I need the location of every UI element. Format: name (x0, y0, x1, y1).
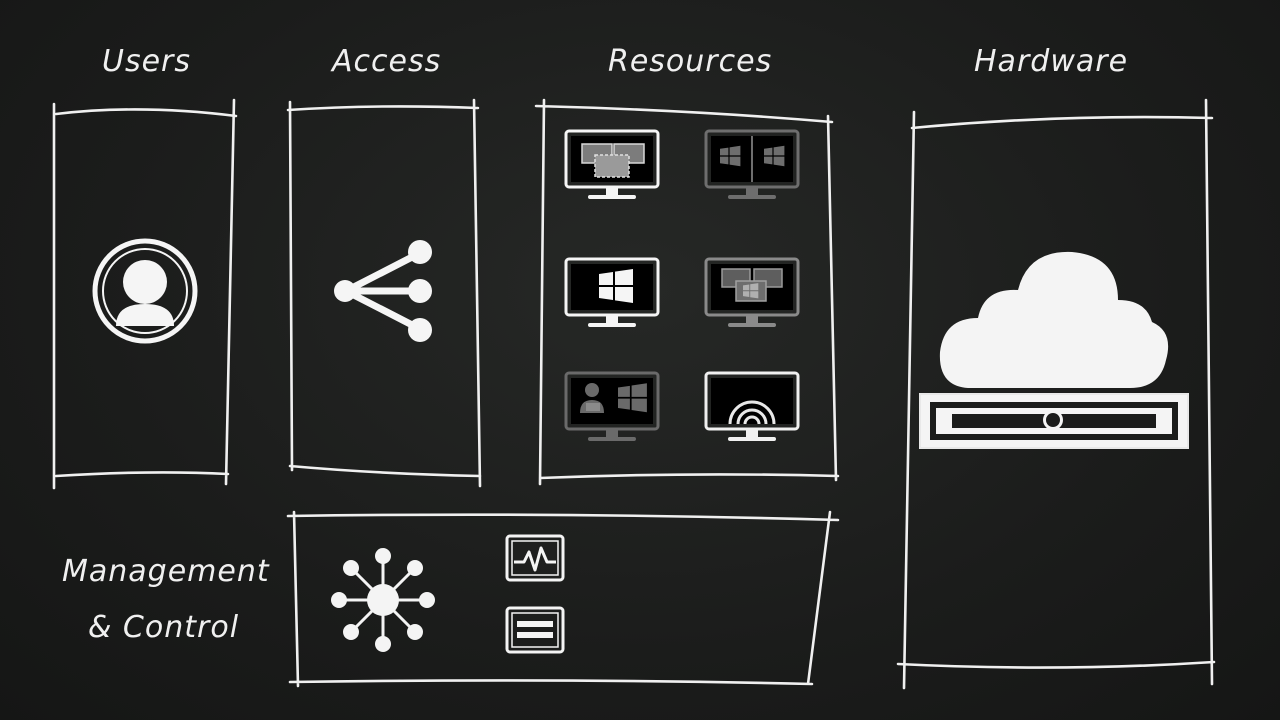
resource-monitor-2 (704, 129, 800, 201)
management-label-line1: Management (62, 554, 270, 589)
hardware-label: Hardware (974, 44, 1129, 79)
cloud-server-icon (919, 251, 1189, 449)
resource-monitor-5 (564, 371, 660, 443)
resources-panel (534, 98, 840, 486)
resource-monitor-4 (704, 257, 800, 329)
users-label: Users (102, 44, 192, 79)
resource-monitor-3 (564, 257, 660, 329)
management-panel (286, 510, 840, 688)
users-panel (52, 98, 238, 490)
resource-monitor-1 (564, 129, 660, 201)
access-panel (286, 98, 482, 488)
share-branch-icon (334, 240, 432, 342)
management-label-line2: & Control (88, 610, 240, 645)
hub-gear-icon (331, 548, 435, 652)
access-label: Access (332, 44, 442, 79)
hardware-panel (896, 98, 1216, 690)
resources-label: Resources (608, 44, 773, 79)
user-avatar-icon (92, 238, 198, 344)
monitoring-pulse-icon (505, 534, 565, 582)
list-panel-icon (505, 606, 565, 654)
resource-monitor-6 (704, 371, 800, 443)
